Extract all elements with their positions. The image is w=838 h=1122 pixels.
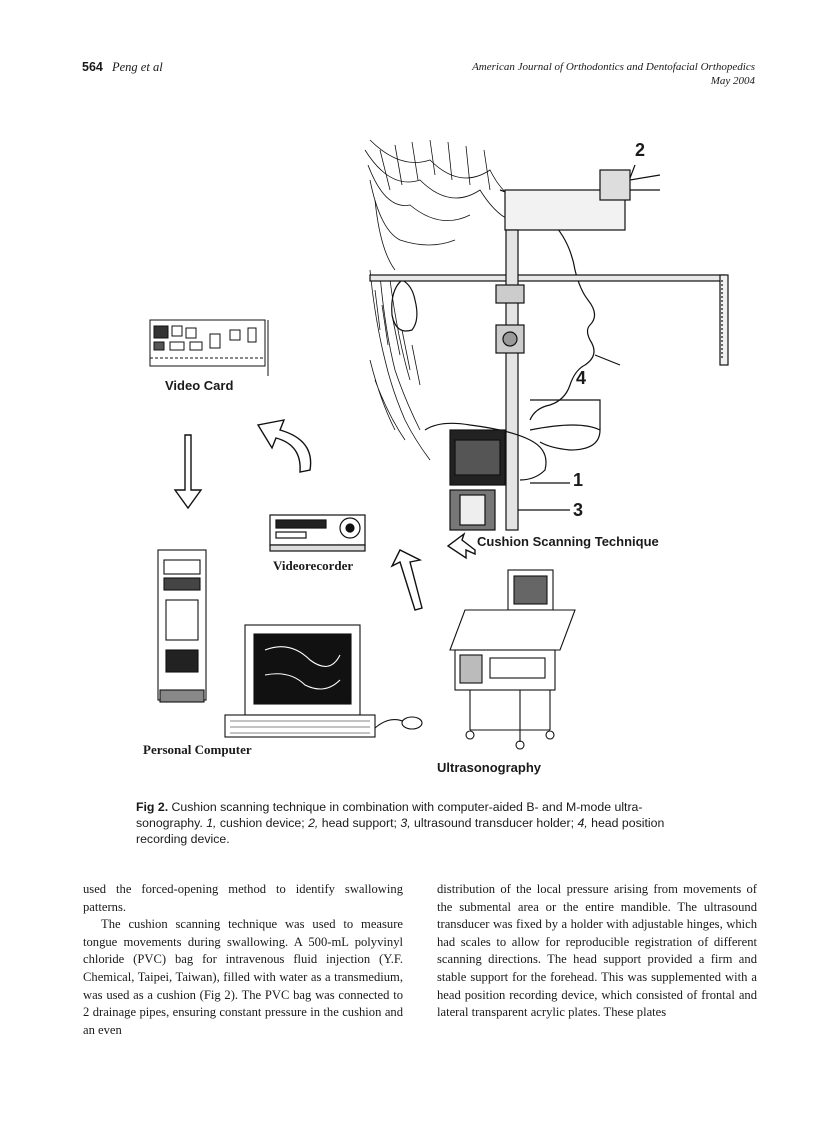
page-number: 564 <box>82 60 103 74</box>
label-ultrasonography: Ultrasonography <box>437 760 542 775</box>
caption-item-3: 3, <box>400 816 411 830</box>
callout-3: 3 <box>573 500 584 520</box>
caption-fig-label: Fig 2. <box>136 800 169 814</box>
arrow-ultrasound-to-recorder <box>390 549 423 611</box>
face-profile <box>499 189 596 421</box>
header-right: American Journal of Orthodontics and Den… <box>472 60 755 88</box>
header-journal: American Journal of Orthodontics and Den… <box>472 61 755 73</box>
vertical-rod <box>505 229 519 531</box>
body-paragraph: used the forced-opening method to identi… <box>83 882 403 914</box>
computer-tower <box>157 549 207 701</box>
label-personal-computer: Personal Computer <box>143 742 252 757</box>
callout-1: 1 <box>573 470 584 490</box>
running-header: 564 Peng et al American Journal of Ortho… <box>82 60 755 92</box>
computer-illustration <box>157 549 423 738</box>
body-column-right: distribution of the local pressure arisi… <box>437 881 757 1022</box>
video-card-illustration <box>149 319 269 376</box>
caption-text-1: Cushion scanning technique in combinatio… <box>136 800 643 830</box>
figure-2: Video Card Videorecorder Personal Comput… <box>130 130 730 780</box>
hair-hatching <box>364 139 541 461</box>
caption-item-4: 4, <box>577 816 588 830</box>
callout-2: 2 <box>635 140 646 160</box>
arrow-recorder-to-videocard <box>256 419 312 473</box>
label-video-card: Video Card <box>165 378 234 393</box>
computer-keyboard <box>224 714 376 738</box>
caption-item-1: 1, <box>206 816 217 830</box>
ear <box>391 279 418 332</box>
figure-caption: Fig 2. Cushion scanning technique in com… <box>136 799 706 847</box>
label-cushion-scanning: Cushion Scanning Technique <box>477 534 659 549</box>
body-paragraph: The cushion scanning technique was used … <box>83 917 403 1037</box>
head-illustration <box>364 139 729 531</box>
body-column-left: used the forced-opening method to identi… <box>83 881 403 1039</box>
acrylic-plate <box>369 274 726 282</box>
callout-4: 4 <box>576 368 587 388</box>
caption-text-4: ultrasound transducer holder; <box>410 816 578 830</box>
videorecorder-illustration <box>269 514 366 552</box>
figure-illustration <box>149 139 729 750</box>
body-paragraph: distribution of the local pressure arisi… <box>437 882 757 1020</box>
caption-text-3: head support; <box>318 816 401 830</box>
header-authors: Peng et al <box>111 60 163 74</box>
caption-item-2: 2, <box>308 816 319 830</box>
flow-arrows <box>173 419 476 611</box>
arrow-head-to-ultrasound <box>446 532 476 560</box>
head-support-bracket <box>504 189 626 231</box>
ultrasound-illustration <box>449 569 576 750</box>
label-videorecorder: Videorecorder <box>273 558 354 573</box>
caption-text-5: head position recording device. <box>136 816 665 846</box>
header-left: 564 Peng et al <box>82 60 163 75</box>
caption-text-2: cushion device; <box>216 816 309 830</box>
header-date: May 2004 <box>710 75 755 87</box>
arrow-videocard-to-computer <box>173 434 203 510</box>
